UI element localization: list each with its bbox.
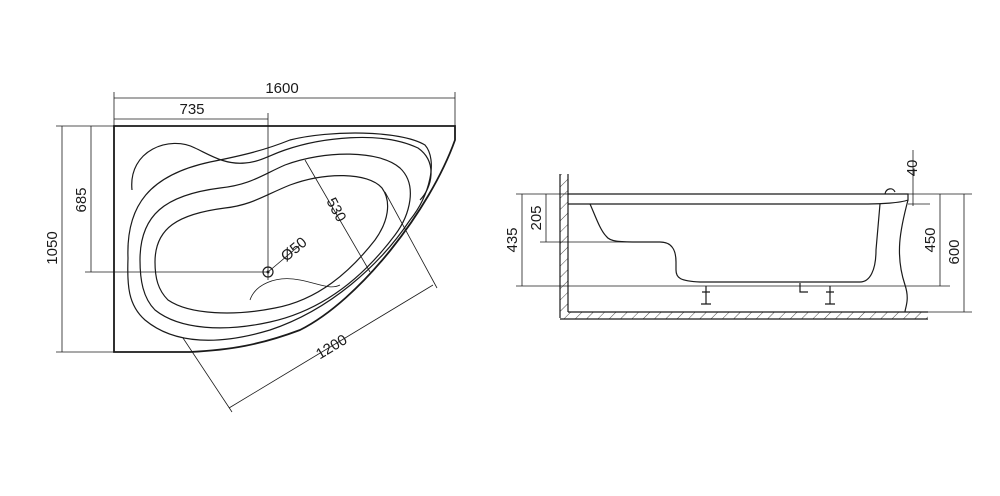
basin-outer-contour [139, 153, 411, 329]
rim-lip [884, 188, 896, 195]
wall-hatch [560, 174, 568, 312]
side-view-apron [898, 199, 909, 313]
floor-hatch [560, 312, 928, 319]
side-view-rim [568, 193, 909, 205]
dim-label-40: 40 [904, 160, 921, 177]
headrest-contour [131, 136, 432, 201]
dim-label-1600: 1600 [265, 80, 298, 97]
top-view: 1600 735 1050 685 530 Ø50 1200 [44, 80, 456, 413]
dim-label-600: 600 [946, 239, 963, 264]
dim-label-435: 435 [504, 227, 521, 252]
dim-label-205: 205 [528, 205, 545, 230]
top-view-outer-contour [113, 125, 456, 353]
dim-label-1200: 1200 [313, 331, 350, 363]
dim-label-1050: 1050 [44, 231, 61, 264]
side-view-tub-profile [589, 203, 881, 283]
dim-label-450: 450 [922, 227, 939, 252]
dim-label-530: 530 [323, 195, 350, 225]
dim-label-drain: Ø50 [278, 234, 311, 265]
basin-inner-contour [154, 175, 389, 314]
seat-contour [249, 278, 341, 301]
dim-label-735: 735 [179, 101, 204, 118]
dim-label-685: 685 [73, 187, 90, 212]
top-view-rim-contour [127, 132, 432, 341]
side-view: 40 205 435 450 600 [504, 150, 972, 320]
